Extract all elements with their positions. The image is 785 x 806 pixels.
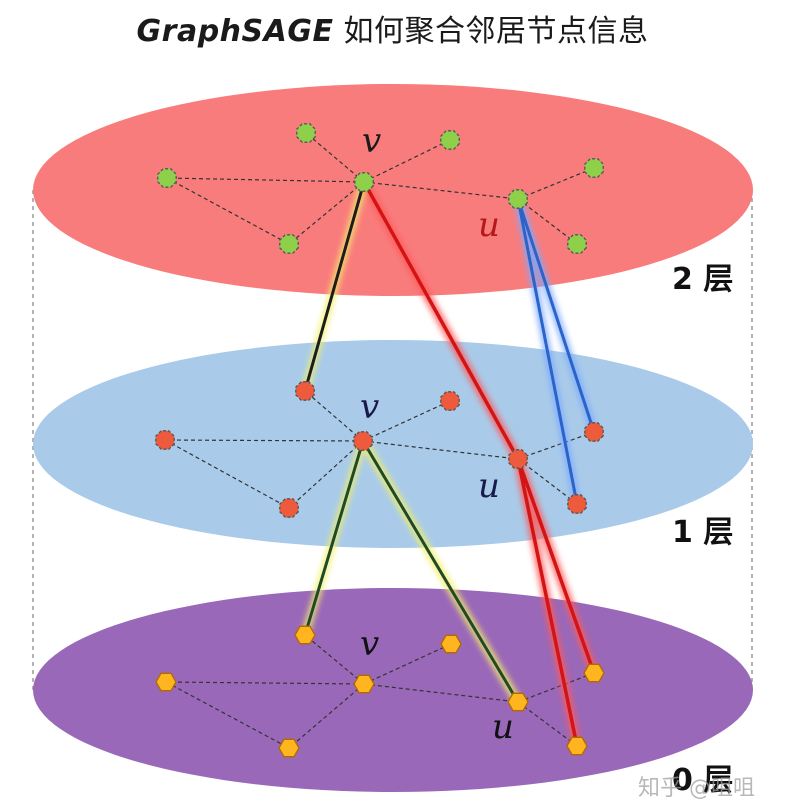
layer-0-node-5 xyxy=(583,663,605,683)
layer-1-node-1 xyxy=(295,381,315,401)
edge-v2-to-v1-neighbor xyxy=(303,181,366,392)
edge-u1-to-neighbor-b xyxy=(516,458,579,747)
diagram-title: GraphSAGE 如何聚合邻居节点信息 xyxy=(0,6,785,50)
layer-1-nodes xyxy=(155,381,604,518)
layer-2-edges xyxy=(166,132,595,245)
layer-2-node-7 xyxy=(279,234,299,254)
layer-2-node-4 xyxy=(354,172,374,192)
layer-2-node-6 xyxy=(508,189,528,209)
layer-1-edges xyxy=(164,390,595,509)
layer-2-plane xyxy=(33,84,753,296)
layer-0-node-2 xyxy=(440,634,462,654)
layer-0-node-8 xyxy=(566,736,588,756)
edge-u2-to-neighbor-a xyxy=(516,198,596,433)
layer-0-node-1 xyxy=(294,625,316,645)
layer-0-node-7 xyxy=(278,738,300,758)
layer-1-node-4 xyxy=(353,431,373,451)
layer-2-nodes xyxy=(157,123,604,254)
layer-1-node-3 xyxy=(155,430,175,450)
layer-2-node-8 xyxy=(567,234,587,254)
layer-0-nodes xyxy=(155,625,605,758)
layer-label-0: 0 层 xyxy=(672,763,733,798)
layer-0-edges xyxy=(165,634,595,749)
layer-2-node-5 xyxy=(584,158,604,178)
node-label-v-layer1: v xyxy=(360,387,379,427)
zhihu-watermark: 知乎 @咀咀 xyxy=(638,776,755,801)
edge-v2-to-u1 xyxy=(362,181,520,460)
node-label-u-layer1: u xyxy=(478,466,500,506)
layer-2-node-1 xyxy=(296,123,316,143)
layer-0-plane xyxy=(33,588,753,792)
aggregation-edges-2-to-1 xyxy=(301,179,598,505)
edge-u1-to-neighbor-a xyxy=(516,458,596,674)
node-label-u-layer0: u xyxy=(492,707,514,747)
layer-2-node-2 xyxy=(440,130,460,150)
layer-2-node-3 xyxy=(157,168,177,188)
layer-label-1: 1 层 xyxy=(672,515,733,550)
node-label-v-layer2: v xyxy=(362,121,381,161)
edge-v1-to-v0-neighbor xyxy=(303,440,365,636)
title-chinese: 如何聚合邻居节点信息 xyxy=(343,14,649,49)
layer-1-node-7 xyxy=(279,498,299,518)
node-label-v-layer0: v xyxy=(360,624,379,664)
node-label-u-layer2: u xyxy=(478,205,500,245)
edge-v1-to-u0 xyxy=(361,440,520,703)
aggregation-edges-1-to-0 xyxy=(301,438,599,747)
layer-0-node-6 xyxy=(507,692,529,712)
edge-u2-to-neighbor-b xyxy=(516,198,579,505)
layer-0-node-4 xyxy=(353,674,375,694)
layer-1-node-5 xyxy=(584,422,604,442)
layer-1-node-8 xyxy=(567,494,587,514)
title-graphsage: GraphSAGE xyxy=(136,14,334,49)
layer-label-2: 2 层 xyxy=(672,262,733,297)
layer-1-node-6 xyxy=(508,449,528,469)
layer-1-node-2 xyxy=(440,391,460,411)
layer-0-node-3 xyxy=(155,672,177,692)
